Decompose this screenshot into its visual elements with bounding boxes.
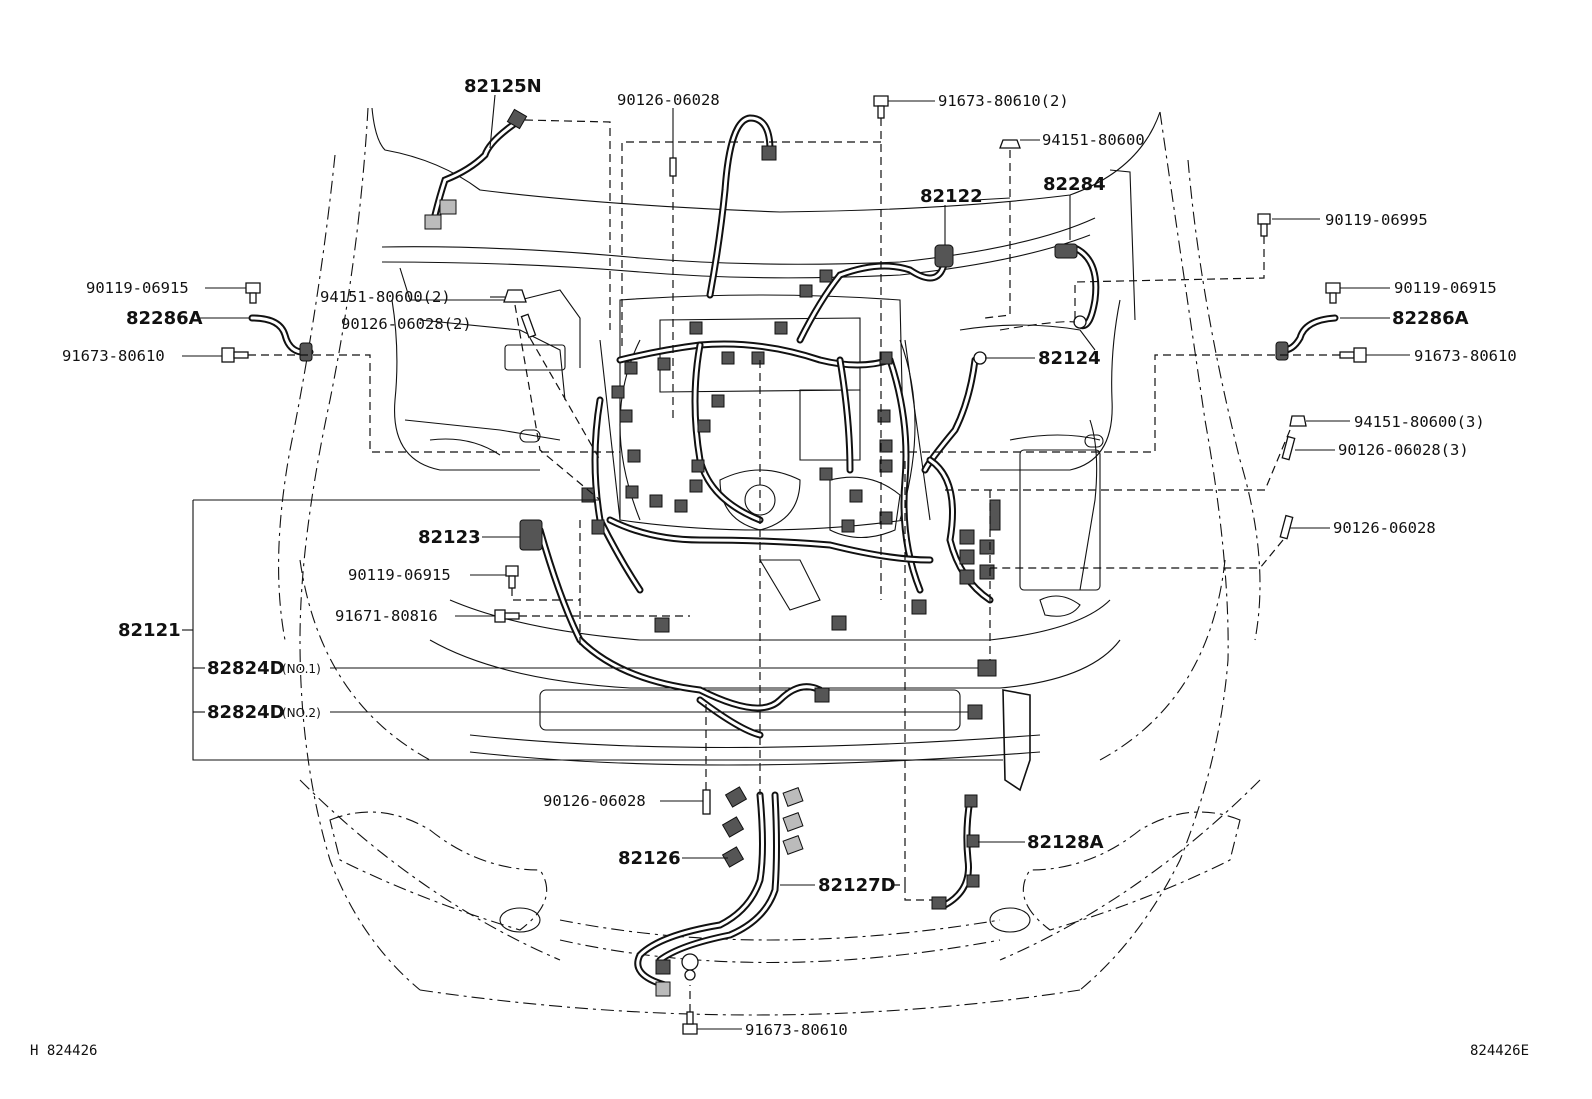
label-90126-right: 90126-06028 [1333, 519, 1436, 537]
label-90119-06995: 90119-06995 [1325, 211, 1428, 229]
label-90126-top: 90126-06028 [617, 91, 720, 109]
label-90119-mid: 90119-06915 [348, 566, 451, 584]
label-82286A-left: 82286A [126, 308, 203, 329]
diagram-code-right: 824426E [1470, 1043, 1529, 1059]
label-94151-2: 94151-80600(2) [320, 288, 451, 306]
label-82125N: 82125N [464, 76, 542, 97]
label-94151-top: 94151-80600 [1042, 131, 1145, 149]
label-82124: 82124 [1038, 348, 1101, 369]
label-82121: 82121 [118, 620, 181, 641]
label-82824D-1: 82824D [207, 658, 285, 679]
label-82122: 82122 [920, 186, 983, 207]
label-82126: 82126 [618, 848, 681, 869]
leader-lines [182, 94, 1410, 1030]
vehicle-body-outline [278, 107, 1261, 1016]
label-91673-left: 91673-80610 [62, 347, 165, 365]
label-91671: 91671-80816 [335, 607, 438, 625]
part-labels: 82125N 90126-06028 91673-80610(2) 94151-… [62, 76, 1517, 1039]
label-90126-bottom: 90126-06028 [543, 792, 646, 810]
label-82284: 82284 [1043, 174, 1106, 195]
label-82123: 82123 [418, 527, 481, 548]
label-90126-3: 90126-06028(3) [1338, 441, 1469, 459]
label-82824D-2: 82824D [207, 702, 285, 723]
label-91673-bottom: 91673-80610 [745, 1021, 848, 1039]
label-94151-3: 94151-80600(3) [1354, 413, 1485, 431]
label-82127D: 82127D [818, 875, 896, 896]
label-91673-right: 91673-80610 [1414, 347, 1517, 365]
footer-codes: H 824426 824426E [30, 1043, 1529, 1059]
diagram-code-left: H 824426 [30, 1043, 97, 1059]
label-91673-top: 91673-80610(2) [938, 92, 1069, 110]
label-82286A-right: 82286A [1392, 308, 1469, 329]
fasteners [221, 95, 1367, 1035]
label-82128A: 82128A [1027, 832, 1104, 853]
engine-wire-harness [248, 108, 1339, 997]
label-90119-left: 90119-06915 [86, 279, 189, 297]
label-82824D-1-sub: (NO.1) [282, 662, 321, 676]
label-82824D-2-sub: (NO.2) [282, 706, 321, 720]
label-90126-2: 90126-06028(2) [341, 315, 472, 333]
label-90119-right: 90119-06915 [1394, 279, 1497, 297]
